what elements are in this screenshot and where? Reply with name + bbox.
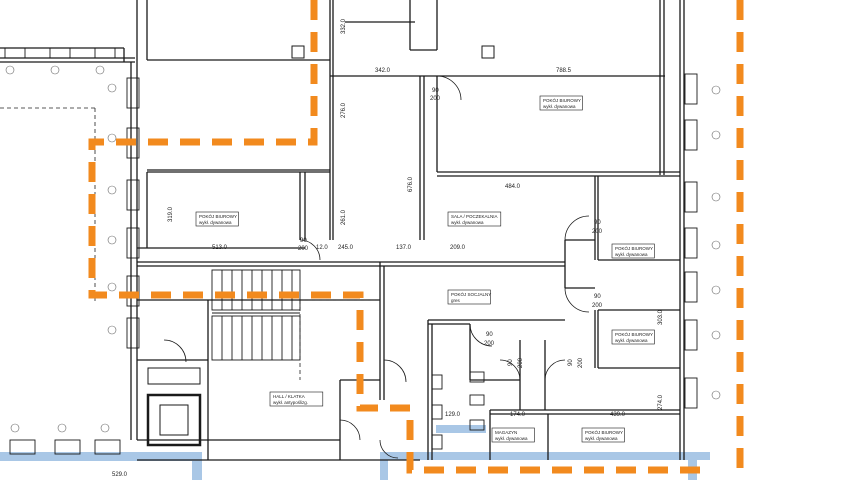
- room-floor: wykł. dywanowa: [495, 436, 528, 441]
- door-1-w: 90: [432, 88, 439, 94]
- door-4-h: 200: [592, 303, 603, 309]
- dim-342: 342.0: [375, 68, 391, 74]
- room-floor: wykł. dywanowa: [615, 338, 648, 343]
- dim-3190: 319.0: [168, 206, 174, 222]
- room-floor: wykł. antypoślizg.: [273, 400, 308, 405]
- room-tag-box: [269, 391, 324, 407]
- door-arcs: [163, 75, 590, 459]
- callout-circles: [5, 65, 721, 433]
- dimension-labels: 342.0 788.5 484.0 513.0 12.0 245.0 137.0…: [112, 18, 664, 478]
- dim-2740: 274.0: [658, 394, 664, 410]
- dim-1290: 129.0: [445, 412, 461, 418]
- room-tag-box: [195, 211, 239, 227]
- room-floor: wykł. dywanowa: [199, 220, 232, 225]
- fixtures: [431, 371, 485, 450]
- dim-4840: 484.0: [505, 184, 521, 190]
- door-4-w: 90: [594, 294, 601, 300]
- door-1-h: 200: [430, 96, 441, 102]
- room-tag-box: [611, 243, 655, 259]
- dim-245: 245.0: [338, 245, 354, 251]
- door-labels: 90 200 90 200 90 200 90 200 90 200 90 20…: [298, 88, 603, 368]
- door-7-w: 90: [568, 359, 574, 366]
- room-floor: wykł. dywanowa: [451, 220, 484, 225]
- door-2-w: 90: [300, 238, 307, 244]
- room-floor: wykł. dywanowa: [585, 436, 618, 441]
- room-name: POKÓJ SOCJALNY: [451, 291, 491, 297]
- dim-6760: 676.0: [408, 176, 414, 192]
- room-tag-box: [611, 329, 655, 345]
- room-floor: wykł. dywanowa: [615, 252, 648, 257]
- door-2-h: 200: [298, 246, 309, 252]
- dim-3320: 332.0: [341, 18, 347, 34]
- lift-shaft: [146, 367, 202, 447]
- room-name: POKÓJ BIUROWY: [615, 331, 653, 337]
- orange-boundary: [88, 0, 744, 474]
- room-tag-box: [581, 427, 625, 443]
- dim-5130: 513.0: [212, 245, 228, 251]
- room-tag-box: [447, 211, 502, 227]
- columns: [291, 45, 495, 59]
- dim-120: 12.0: [316, 245, 328, 251]
- dim-7885: 788.5: [556, 68, 572, 74]
- dim-2610: 261.0: [341, 209, 347, 225]
- dim-4390: 439.0: [610, 412, 626, 418]
- walls: [0, 0, 685, 461]
- room-tag-box: [491, 427, 535, 443]
- dashed-outline: [0, 107, 380, 380]
- room-floor: gres: [451, 298, 461, 303]
- door-5-h: 200: [484, 341, 495, 347]
- room-name: MAGAZYN: [495, 430, 517, 435]
- staircase: [211, 269, 301, 361]
- door-3-h: 200: [592, 229, 603, 235]
- dim-2090: 209.0: [450, 245, 466, 251]
- dim-5290: 529.0: [112, 472, 128, 478]
- room-name: HALL / KLATKA: [273, 394, 305, 399]
- room-name: SALA / POCZEKALNIA: [451, 214, 498, 219]
- room-name: POKÓJ BIUROWY: [585, 429, 623, 435]
- room-name: POKÓJ BIUROWY: [543, 97, 581, 103]
- room-name: POKÓJ BIUROWY: [615, 245, 653, 251]
- window-marks: [4, 47, 698, 455]
- room-tag-box: [447, 289, 491, 305]
- dim-1740: 174.0: [510, 412, 526, 418]
- room-tag-box: [539, 95, 583, 111]
- door-3-w: 90: [594, 220, 601, 226]
- dim-1370: 137.0: [396, 245, 412, 251]
- blue-ducts: [0, 425, 710, 480]
- dim-2760: 276.0: [341, 102, 347, 118]
- door-6-w: 90: [508, 359, 514, 366]
- room-name: POKÓJ BIUROWY: [199, 213, 237, 219]
- door-6-h: 200: [518, 357, 524, 368]
- dim-3030: 303.0: [658, 309, 664, 325]
- door-5-w: 90: [486, 332, 493, 338]
- room-floor: wykł. dywanowa: [543, 104, 576, 109]
- door-7-h: 200: [578, 357, 584, 368]
